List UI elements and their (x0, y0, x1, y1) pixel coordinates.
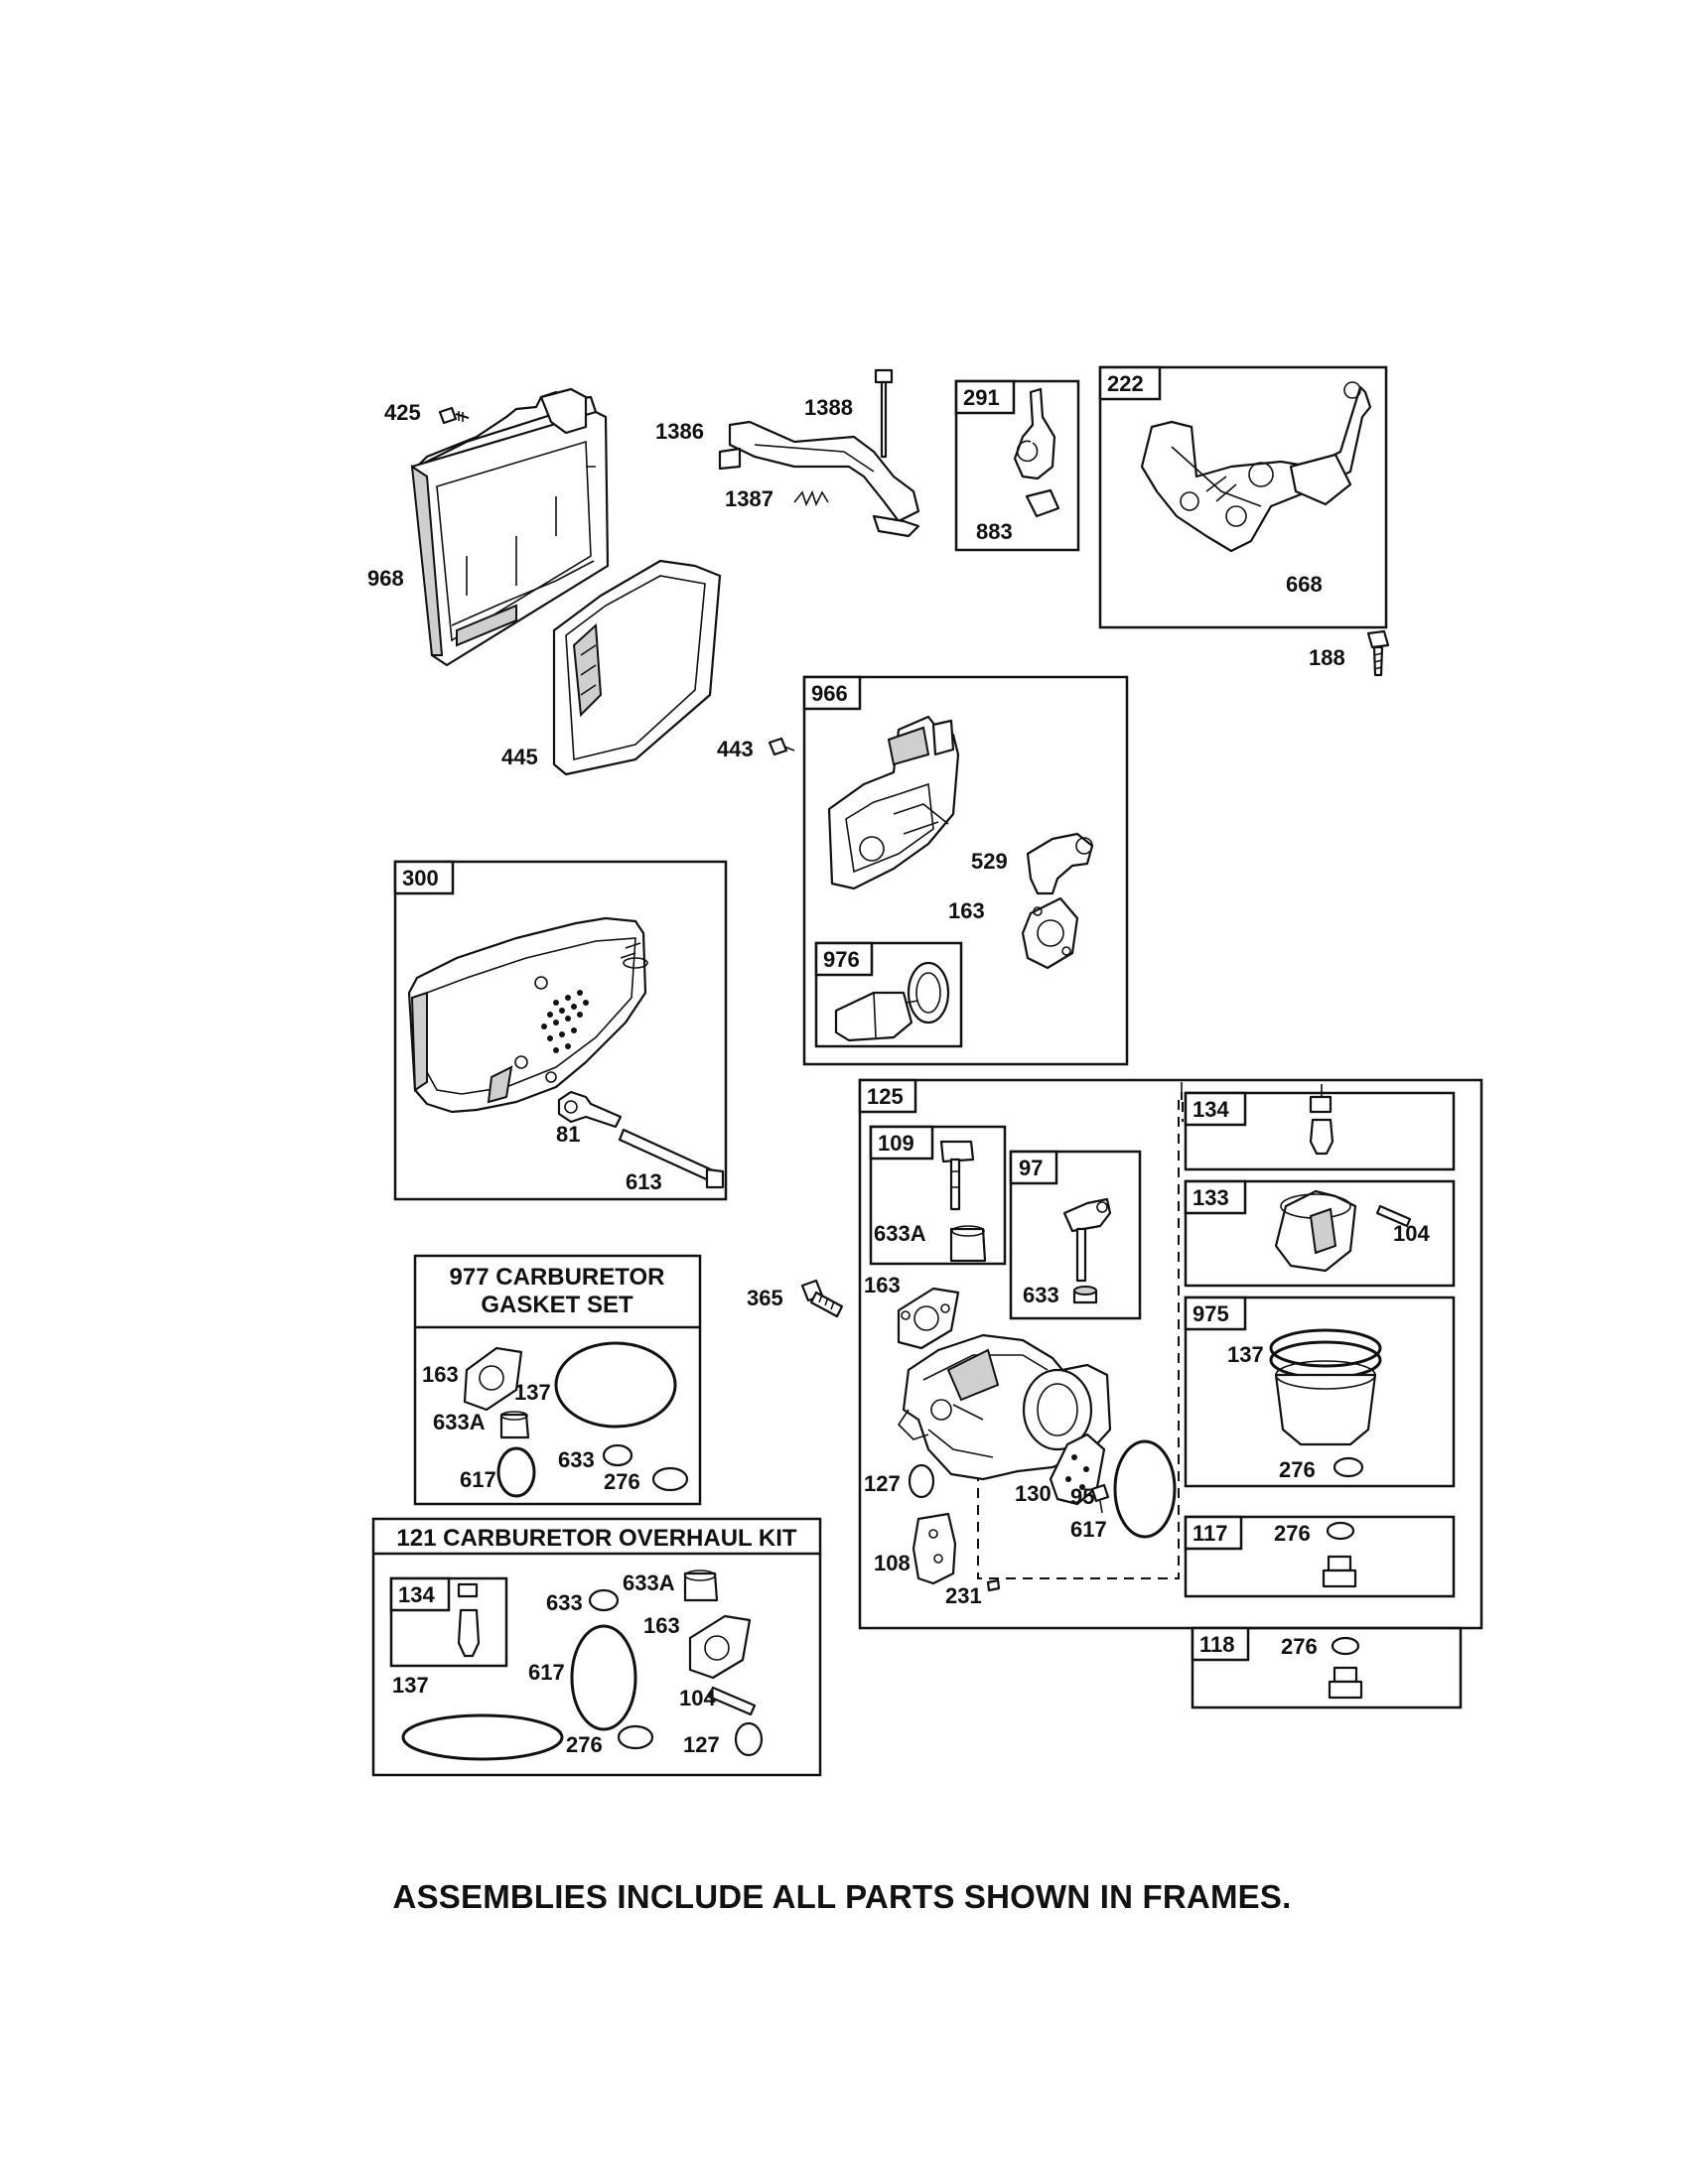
frame-291: 291 (954, 379, 1080, 552)
screw-443 (768, 737, 795, 756)
label-104-overhaulkit: 104 (679, 1686, 716, 1710)
oring-617-frame125 (1113, 1439, 1177, 1539)
label-633A-gasketset: 633A (433, 1410, 486, 1434)
label-617-gasketset: 617 (460, 1467, 496, 1492)
frame-97: 97 (1009, 1150, 1142, 1320)
label-633A-overhaulkit: 633A (623, 1570, 675, 1595)
label-108: 108 (874, 1551, 911, 1575)
plug-127-frame125 (908, 1463, 935, 1499)
label-163-gasketset: 163 (422, 1362, 459, 1387)
gasket-163-frame125 (897, 1287, 960, 1350)
screw-1388 (874, 368, 894, 459)
label-163-overhaulkit: 163 (643, 1613, 680, 1638)
plate-130 (1049, 1433, 1106, 1506)
frame-label-133: 133 (1193, 1185, 1229, 1210)
frame-966: 966 (802, 675, 1129, 1066)
overhaul-kit-title: 121 CARBURETOR OVERHAUL KIT (396, 1525, 797, 1552)
label-633-overhaulkit: 633 (546, 1590, 583, 1615)
label-613: 613 (626, 1169, 662, 1194)
air-cleaner-base-968 (410, 387, 610, 667)
overhaul-kit-121: 121 CARBURETOR OVERHAUL KIT 134 (371, 1517, 822, 1777)
label-276-gasketset: 276 (604, 1469, 640, 1494)
throttle-link-1386 (718, 420, 920, 538)
frame-125: 125 (858, 1078, 1483, 1630)
frame-134: 134 (1184, 1084, 1456, 1171)
frame-117: 117 (1184, 1515, 1456, 1598)
frame-975: 975 (1184, 1296, 1456, 1488)
frame-118: 118 (1191, 1626, 1463, 1709)
frame-222: 222 (1098, 365, 1388, 629)
label-95: 95 (1070, 1484, 1094, 1509)
screw-95 (1090, 1483, 1110, 1514)
label-617-overhaulkit: 617 (528, 1660, 565, 1685)
label-668: 668 (1286, 572, 1323, 597)
gasket-set-title-line1: 977 CARBURETOR (450, 1264, 665, 1291)
label-968: 968 (367, 566, 404, 591)
label-188: 188 (1309, 645, 1345, 670)
label-137-overhaulkit: 137 (392, 1673, 429, 1698)
label-231: 231 (945, 1583, 982, 1608)
label-1388: 1388 (804, 395, 853, 420)
label-617-frame125: 617 (1070, 1517, 1107, 1542)
label-127-overhaulkit: 127 (683, 1732, 720, 1757)
bolt-365 (800, 1279, 844, 1318)
label-276-overhaulkit: 276 (566, 1732, 603, 1757)
label-163-frame966: 163 (948, 898, 985, 923)
part-labels: 425 968 445 1386 1388 1387 883 668 188 4… (367, 395, 1430, 1757)
label-276-frame118: 276 (1281, 1634, 1318, 1659)
label-1387: 1387 (725, 486, 773, 511)
label-1386: 1386 (655, 419, 704, 444)
frame-976: 976 (814, 941, 963, 1048)
label-365: 365 (747, 1286, 783, 1310)
frame-label-134: 134 (1193, 1097, 1229, 1122)
label-81: 81 (556, 1122, 580, 1147)
carburetor-body (897, 1333, 1112, 1481)
gasket-set-977: 977 CARBURETOR GASKET SET (413, 1254, 702, 1506)
frame-label-222: 222 (1107, 371, 1144, 396)
label-883: 883 (976, 519, 1013, 544)
frame-label-291: 291 (963, 385, 1000, 410)
label-163-frame125: 163 (864, 1273, 901, 1297)
frame-label-976: 976 (823, 947, 860, 972)
air-filter-445 (552, 559, 722, 776)
footer-note: ASSEMBLIES INCLUDE ALL PARTS SHOWN IN FR… (392, 1878, 1292, 1915)
frame-label-975: 975 (1193, 1301, 1229, 1326)
label-137-frame975: 137 (1227, 1342, 1264, 1367)
frame-133: 133 (1184, 1179, 1456, 1288)
frame-label-109: 109 (878, 1131, 914, 1156)
label-137-gasketset: 137 (514, 1380, 551, 1405)
frame-300: 300 (393, 860, 728, 1201)
label-633-gasketset: 633 (558, 1447, 595, 1472)
frame-109: 109 (869, 1125, 1007, 1266)
frame-label-134-kit: 134 (398, 1582, 435, 1607)
screw-425 (438, 406, 470, 425)
frame-label-97: 97 (1019, 1156, 1043, 1180)
frame-label-966: 966 (811, 681, 848, 706)
label-443: 443 (717, 737, 754, 761)
gasket-108 (912, 1512, 957, 1585)
spring-1387 (793, 489, 829, 507)
label-104-frame133: 104 (1393, 1221, 1430, 1246)
label-276-frame975: 276 (1279, 1457, 1316, 1482)
screw-231 (986, 1578, 1001, 1592)
frame-label-117: 117 (1193, 1521, 1228, 1546)
screw-188 (1366, 629, 1390, 677)
label-633A-frame109: 633A (874, 1221, 926, 1246)
gasket-set-title-line2: GASKET SET (481, 1292, 633, 1318)
label-276-frame117: 276 (1274, 1521, 1311, 1546)
label-633-frame97: 633 (1023, 1283, 1059, 1307)
label-529: 529 (971, 849, 1008, 874)
label-445: 445 (501, 745, 538, 769)
frame-label-300: 300 (402, 866, 439, 890)
label-425: 425 (384, 400, 421, 425)
label-127-frame125: 127 (864, 1471, 901, 1496)
frame-label-118: 118 (1199, 1632, 1235, 1657)
label-130: 130 (1015, 1481, 1052, 1506)
frame-label-125: 125 (867, 1084, 904, 1109)
